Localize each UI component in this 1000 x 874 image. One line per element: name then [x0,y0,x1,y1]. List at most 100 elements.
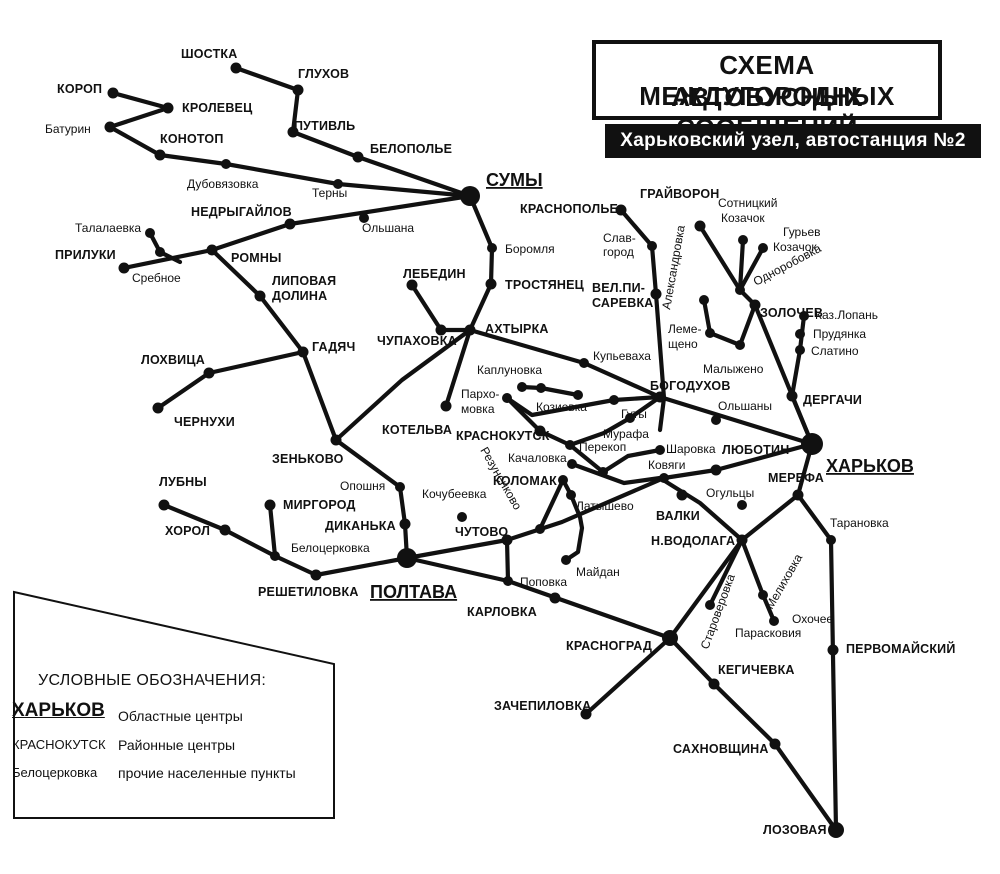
stop-olshana [359,213,369,223]
stop-mirgorod [264,499,276,511]
stop-chupakhovka [435,324,447,336]
label-taranovka: Тарановка [830,516,889,530]
label-sotnitsky-2: Козачок [721,211,765,225]
label-kochubeevka: Кочубеевка [422,487,487,501]
stop-lemeshchno [699,295,709,305]
route-kolomak-maydan [537,477,585,563]
label-zenkovo: ЗЕНЬКОВО [272,452,344,466]
stop-krasnopolye [615,204,627,216]
label-lemeshchno-1: Леме- [668,322,701,336]
label-olshany: Ольшаны [718,399,772,413]
stop-chernukhi [152,402,164,414]
route-lebedin-kharkiv [409,282,815,447]
stop-belopolye [352,151,364,163]
stop-kolomak [567,459,577,469]
stop-konotop [154,149,166,161]
stop-maydan [561,555,571,565]
label-nedrygailov: НЕДРЫГАЙЛОВ [191,204,292,219]
route-sotnitsky [737,237,746,293]
stop-kolomak-2 [558,475,568,485]
label-pervomaysky: ПЕРВОМАЙСКИЙ [846,641,956,656]
label-valki: ВАЛКИ [656,509,700,523]
stop-boromlya [487,243,497,253]
stop-trostyanets [485,278,497,290]
label-dergachi: ДЕРГАЧИ [803,393,862,407]
route-grayvoron-kharkiv [697,223,815,447]
stop-ogultsy [737,500,747,510]
stop-kovyagi [659,473,669,483]
label-maydan: Майдан [576,565,620,579]
stops [104,62,844,838]
label-chupakhovka: ЧУПАХОВКА [377,334,457,348]
label-kegichevka: КЕГИЧЕВКА [718,663,795,677]
stop-kotelva [440,400,452,412]
stop-belotserkovka [270,551,280,561]
label-parkhomovka-1: Пархо- [461,387,499,401]
label-kaplunovka: Каплуновка [477,363,542,377]
stop-putivl [287,126,299,138]
label-kovyagi: Ковяги [648,458,685,472]
stop-lemeshchno-2 [705,328,715,338]
stop-reshetilovka [310,569,322,581]
label-talalaevka: Талалаевка [75,221,141,235]
stop-dergachi [786,390,798,402]
stop-srebnoe [155,247,165,257]
stop-zachepilovka [580,708,592,720]
stop-kharkiv [801,433,823,455]
stop-sharovka [655,445,665,455]
label-reshetilovka: РЕШЕТИЛОВКА [258,585,359,599]
stop-dikanka [399,518,411,530]
label-lokhvitsa: ЛОХВИЦА [141,353,205,367]
stop-malyzheno [735,340,745,350]
route-guryev [737,245,766,293]
stop-perekop [598,467,608,477]
stop-kozievka [573,390,583,400]
label-krasnograd: КРАСНОГРАД [566,639,652,653]
stop-chutovo [501,534,513,546]
route-zachepilovka-lozovaya [583,635,839,833]
label-priluki: ПРИЛУКИ [55,248,116,262]
route-sumy-akhtyrka [467,193,495,333]
stop-prudyanka [795,329,805,339]
legend-district-desc: Районные центры [118,737,236,753]
legend-frame [13,590,335,819]
label-parkhomovka-2: мовка [461,402,495,416]
label-velpisarevka-2: САРЕВКА [592,296,654,310]
label-putivl: ПУТИВЛЬ [294,119,355,133]
stop-gadyach [297,346,309,358]
label-karlovka: КАРЛОВКА [467,605,537,619]
stop-kaplunovka [517,382,527,392]
route-kozievka [519,384,581,398]
stop-valki [676,489,688,501]
label-kharkiv: ХАРЬКОВ [826,456,914,476]
label-lebedin: ЛЕБЕДИН [403,267,466,281]
stop-krasnograd [662,630,678,646]
title-box: СХЕМА МЕЖДУГОРОДНЫХ АВТОБУСНЫХ СООБЩЕНИЙ [592,40,942,143]
route-guty [504,394,663,418]
legend-regional-example: ХАРЬКОВ [12,700,105,721]
stop-n-vodolaga [736,534,748,546]
stop-talalaevka [145,228,155,238]
legend-heading: УСЛОВНЫЕ ОБОЗНАЧЕНИЯ: [38,672,267,689]
label-kolomak: КОЛОМАК [493,474,557,488]
label-lipovaya-2: ДОЛИНА [272,289,327,303]
stop-zolochev [749,299,761,311]
route-lubny-poltava [161,502,410,578]
stop-kegichevka [708,678,720,690]
route-staroverovka [707,537,745,608]
stop-nedrygailov [284,218,296,230]
stop-priluki [118,262,130,274]
label-romny: РОМНЫ [231,251,282,265]
label-kachalovka: Качаловка [508,451,567,465]
label-guryev-2: Козачок [773,240,817,254]
stop-lyubotin [710,464,722,476]
label-merefa: МЕРЕФА [768,471,824,485]
label-slavgorod-2: город [603,245,634,259]
stop-lubny [158,499,170,511]
label-paraskoviya: Парасковия [735,626,801,640]
label-lemeshchno-2: щено [668,337,698,351]
label-shostka: ШОСТКА [181,47,238,61]
stop-staroverovka [705,600,715,610]
label-zolochev: ЗОЛОЧЕВ [760,306,823,320]
label-lipovaya-1: ЛИПОВАЯ [272,274,336,288]
